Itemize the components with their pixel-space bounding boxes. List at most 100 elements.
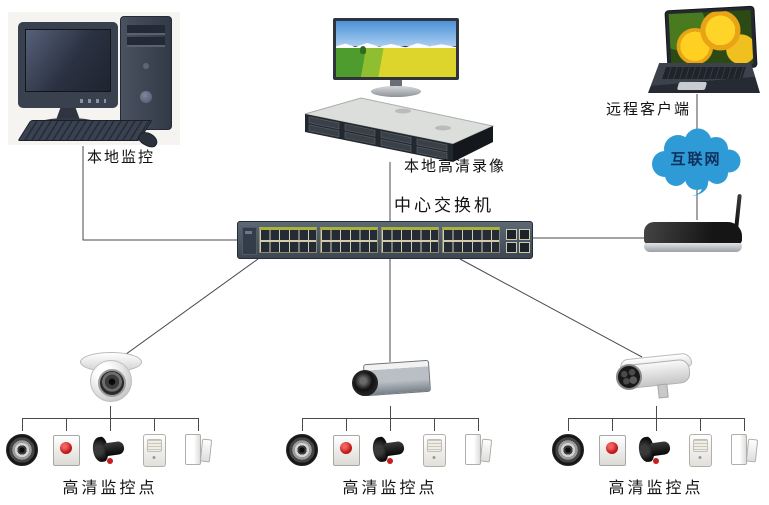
motion-sensor-icon — [422, 433, 446, 467]
speaker-icon — [286, 434, 318, 466]
uplink-port — [519, 242, 530, 253]
router-top — [644, 222, 742, 244]
bullet-camera-icon — [612, 352, 700, 402]
device-cell — [176, 418, 220, 469]
motion-sensor-icon — [142, 433, 166, 467]
device-cell — [634, 418, 678, 469]
pc-keyboard — [17, 120, 153, 141]
remote-client-label: 远程客户端 — [606, 101, 692, 118]
site-label: 高清监控点 — [608, 480, 704, 497]
site-device-row — [0, 418, 220, 469]
laptop-screen — [664, 5, 758, 73]
bullet-camera-bracket — [657, 383, 669, 399]
door-sensor-icon — [463, 434, 493, 466]
box-camera-lens — [352, 370, 378, 396]
screen-field — [336, 47, 456, 77]
speaker-icon — [6, 434, 38, 466]
device-cell — [0, 418, 44, 469]
uplink-port — [519, 229, 530, 240]
alarm-button-icon — [598, 434, 626, 466]
alarm-button-icon — [332, 434, 360, 466]
site-device-row — [546, 418, 766, 469]
speaker-icon — [552, 434, 584, 466]
local-recording-label: 本地高清录像 — [404, 158, 507, 175]
rack-server-icon — [304, 97, 495, 162]
camera-drop-line — [390, 406, 391, 418]
wire-switch-to-site1 — [121, 258, 259, 358]
screen-tree — [360, 45, 366, 54]
monitor-screen — [336, 21, 456, 77]
monitor-base — [371, 86, 421, 97]
motion-sensor-icon — [688, 433, 712, 467]
cloud-shape — [652, 128, 741, 196]
router-base — [644, 243, 742, 252]
laptop-keyboard — [662, 67, 746, 79]
screen-sky — [336, 21, 456, 47]
pc-monitor — [18, 22, 118, 108]
widescreen-monitor-icon — [333, 18, 459, 98]
site-label: 高清监控点 — [342, 480, 438, 497]
camera-drop-line — [110, 406, 111, 418]
wire-pc-to-switch — [82, 146, 237, 241]
screen-mountains — [336, 42, 456, 49]
pc-monitor-stand — [56, 108, 80, 120]
switch-port-group — [381, 227, 439, 253]
pc-tower — [120, 16, 172, 130]
cloud-icon: 互联网 — [645, 124, 747, 196]
siren-horn-icon — [93, 435, 127, 465]
local-monitor-label: 本地监控 — [87, 149, 156, 166]
switch-status-panel — [242, 227, 257, 255]
switch-port-group — [259, 227, 317, 253]
door-sensor-icon — [729, 434, 759, 466]
internet-label: 互联网 — [670, 151, 722, 168]
device-cell — [324, 418, 368, 469]
siren-detail — [107, 458, 113, 464]
alarm-button-icon — [52, 434, 80, 466]
laptop-wallpaper — [668, 9, 754, 69]
monitoring-site-center: 高清监控点 — [280, 340, 500, 502]
48-port-switch-icon — [237, 221, 533, 259]
siren-horn-icon — [373, 435, 407, 465]
device-cell — [44, 418, 88, 469]
device-cell — [678, 418, 722, 469]
laptop-icon — [648, 5, 763, 96]
monitor-frame — [333, 18, 459, 80]
device-cell — [132, 418, 176, 469]
door-sensor-icon — [183, 434, 213, 466]
box-camera-icon — [348, 358, 432, 408]
device-cell — [456, 418, 500, 469]
device-cell — [88, 418, 132, 469]
siren-horn-icon — [639, 435, 673, 465]
pc-drive-bay — [127, 25, 165, 35]
device-cell — [280, 418, 324, 469]
server-drive-bays — [308, 116, 448, 160]
siren-detail — [387, 458, 393, 464]
wireless-router-icon — [644, 193, 754, 258]
router-body — [644, 222, 742, 252]
dome-camera-icon — [78, 352, 142, 408]
monitoring-site-left: 高清监控点 — [0, 340, 220, 502]
switch-port-group — [442, 227, 500, 253]
switch-port-group — [320, 227, 378, 253]
desktop-pc-icon — [8, 12, 180, 150]
central-switch-label: 中心交换机 — [394, 196, 494, 215]
device-cell — [368, 418, 412, 469]
device-cell — [412, 418, 456, 469]
uplink-port — [506, 242, 517, 253]
device-cell — [722, 418, 766, 469]
device-cell — [546, 418, 590, 469]
pc-drive-bay — [127, 37, 165, 47]
dome-camera-lens — [98, 369, 126, 397]
site-device-row — [280, 418, 500, 469]
laptop-touchpad — [676, 82, 708, 90]
device-cell — [590, 418, 634, 469]
siren-detail — [653, 458, 659, 464]
pc-power-button — [143, 63, 149, 69]
monitor-neck — [390, 80, 402, 87]
pc-monitor-buttons — [80, 99, 106, 103]
switch-uplink-ports — [506, 229, 530, 253]
wire-switch-to-site3 — [459, 258, 643, 358]
pc-logo — [140, 91, 152, 103]
